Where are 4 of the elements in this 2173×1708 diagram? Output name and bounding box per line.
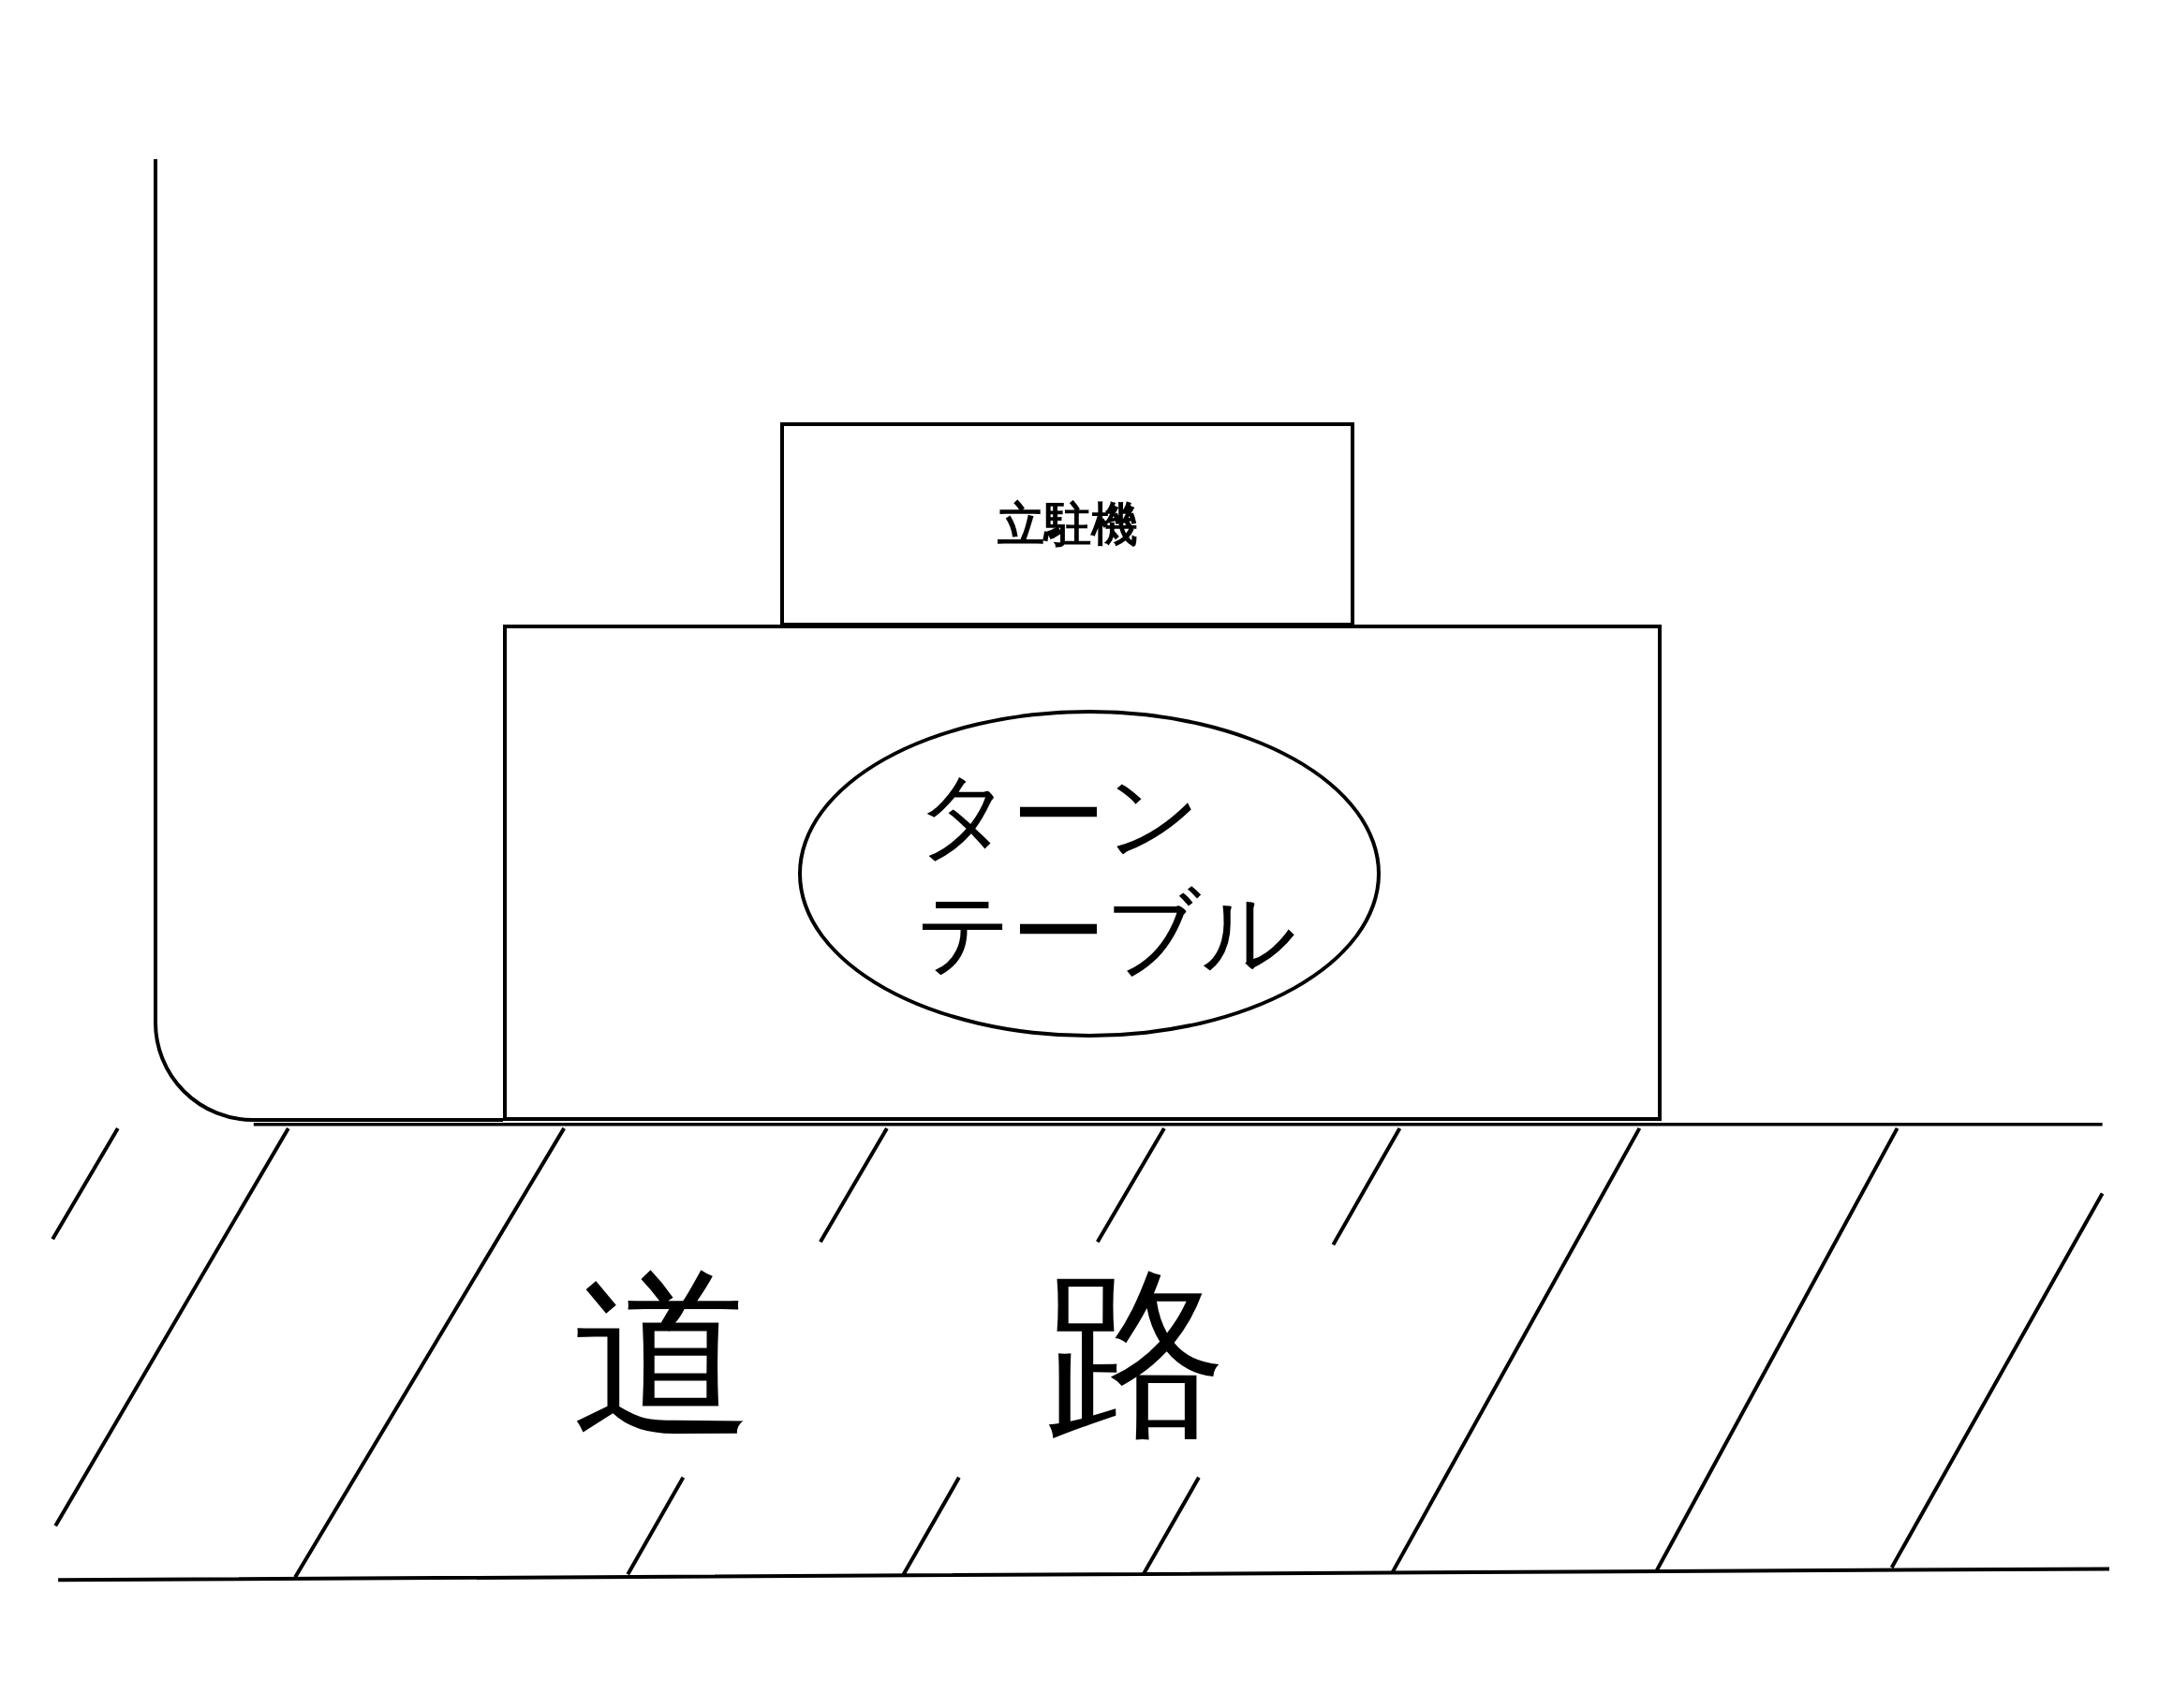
parking-machine-box: 立駐機 (780, 422, 1354, 626)
road-label: 道路 (571, 1263, 1517, 1446)
turntable-ellipse: ターンテーブル (798, 710, 1381, 1038)
building-box (503, 625, 1662, 1121)
